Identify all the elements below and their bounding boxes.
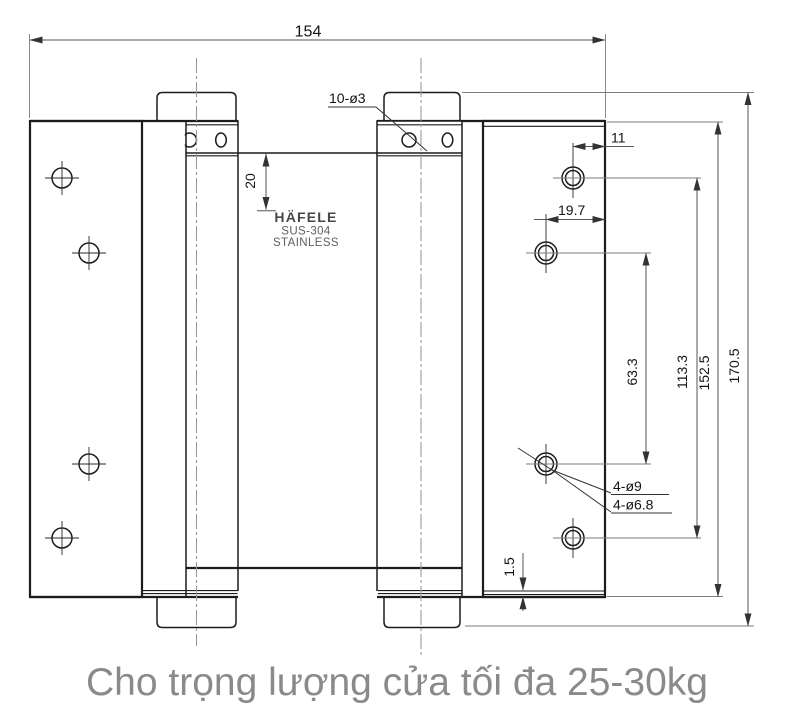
- left-mounting-plate: [28, 119, 144, 599]
- callout-through-holes-label: 4-ø6.8: [613, 497, 654, 513]
- pin-hole: [401, 132, 417, 148]
- dim-overall-height: 170.5: [462, 91, 754, 627]
- dim-plate-height-label: 152.5: [696, 355, 712, 390]
- screw-hole: [45, 521, 79, 555]
- callout-plate-holes: 4-ø9 4-ø6.8: [517, 447, 672, 514]
- dim-overall-height-label: 170.5: [726, 348, 742, 383]
- brand-name: HÄFELE: [274, 209, 337, 225]
- left-knuckle-band: [181, 120, 239, 154]
- callout-knuckle-screw-holes-label: 10-ø3: [329, 90, 366, 106]
- dim-inner-hole-spacing: 63.3: [624, 252, 650, 465]
- callout-countersink-holes-label: 4-ø9: [613, 478, 642, 494]
- material-label: SUS-304: [281, 226, 331, 238]
- dim-top-hole-edge-offset: 11: [572, 130, 634, 150]
- centerlines: [195, 58, 422, 655]
- pin-hole: [441, 132, 454, 148]
- counterbored-hole: [553, 143, 701, 198]
- dim-second-hole-edge-offset-label: 19.7: [558, 202, 585, 218]
- dim-spring-plate-offset-label: 20: [242, 173, 258, 189]
- counterbored-hole: [526, 214, 651, 273]
- left-plate-screw-holes: [45, 161, 106, 555]
- knuckle-caps: [156, 91, 461, 629]
- right-knuckle-band: [376, 120, 463, 157]
- dim-plate-height: 152.5: [607, 121, 723, 598]
- finish-label: STAINLESS: [273, 237, 339, 249]
- pin-hole: [214, 132, 228, 148]
- counterbored-hole: [553, 518, 701, 558]
- left-leaf-strip-face: [143, 122, 185, 594]
- dim-spring-plate-offset: 20: [242, 153, 276, 212]
- dim-inner-hole-spacing-label: 63.3: [624, 358, 640, 385]
- hafele-logo: HÄFELE SUS-304 STAINLESS: [273, 209, 339, 249]
- caption-text: Cho trọng lượng cửa tối đa 25-30kg: [86, 661, 708, 704]
- callout-knuckle-screw-holes: 10-ø3: [328, 90, 428, 152]
- counterbored-hole: [526, 444, 651, 484]
- dim-top-hole-edge-offset-label: 11: [611, 130, 626, 146]
- dim-overall-width: 154: [29, 24, 606, 118]
- right-bottom-cap: [383, 596, 461, 629]
- right-plate-screw-holes: [526, 143, 701, 558]
- screw-hole: [72, 447, 106, 481]
- dim-bottom-edge-gap-label: 1.5: [501, 557, 517, 577]
- dim-outer-hole-spacing-label: 113.3: [674, 355, 690, 389]
- dim-second-hole-edge-offset: 19.7: [534, 202, 606, 223]
- right-top-cap: [383, 91, 461, 122]
- screw-hole: [45, 161, 79, 195]
- dim-outer-hole-spacing: 113.3: [674, 177, 701, 539]
- right-mounting-plate: [481, 119, 607, 599]
- screw-hole: [72, 236, 106, 270]
- dim-bottom-edge-gap: 1.5: [501, 553, 527, 611]
- dim-overall-width-label: 154: [295, 24, 322, 41]
